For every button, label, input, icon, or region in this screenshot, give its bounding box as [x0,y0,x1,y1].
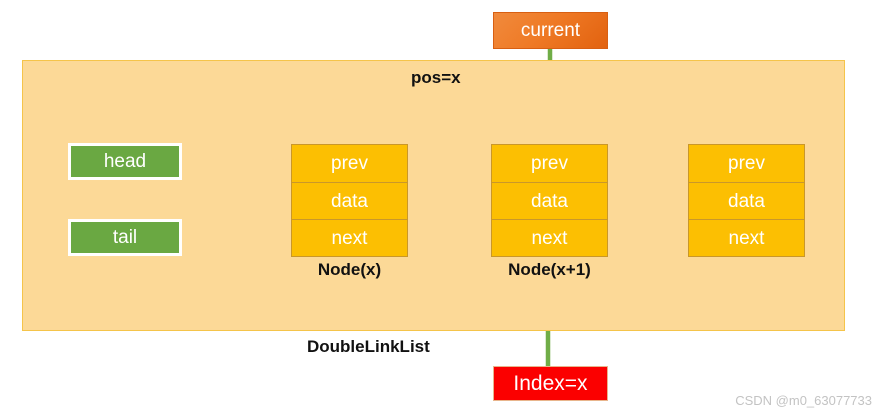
node-x-cell-data: data [292,182,407,219]
node-x-plus-2-cell-prev: prev [689,145,804,182]
node-x-plus-1-cell-prev: prev [492,145,607,182]
current-pointer-box[interactable]: current [493,12,608,49]
tail-pointer-box[interactable]: tail [68,219,182,256]
node-x-label: Node(x) [317,260,382,279]
node-x-plus-1-label: Node(x+1) [508,260,591,279]
node-x-plus-1-cell-data: data [492,182,607,219]
pos-label: pos=x [411,68,461,87]
node-x-plus-1-cell-next: next [492,219,607,256]
head-pointer-box[interactable]: head [68,143,182,180]
node-x-plus-2-cell-next: next [689,219,804,256]
watermark: CSDN @m0_63077733 [735,393,872,408]
node-x-plus-1[interactable]: prev data next [491,144,608,257]
node-x[interactable]: prev data next [291,144,408,257]
node-x-plus-2[interactable]: prev data next [688,144,805,257]
node-x-cell-next: next [292,219,407,256]
index-pointer-box[interactable]: Index=x [493,366,608,401]
node-x-plus-2-cell-data: data [689,182,804,219]
diagram-title-label: DoubleLinkList [307,337,430,356]
node-x-cell-prev: prev [292,145,407,182]
